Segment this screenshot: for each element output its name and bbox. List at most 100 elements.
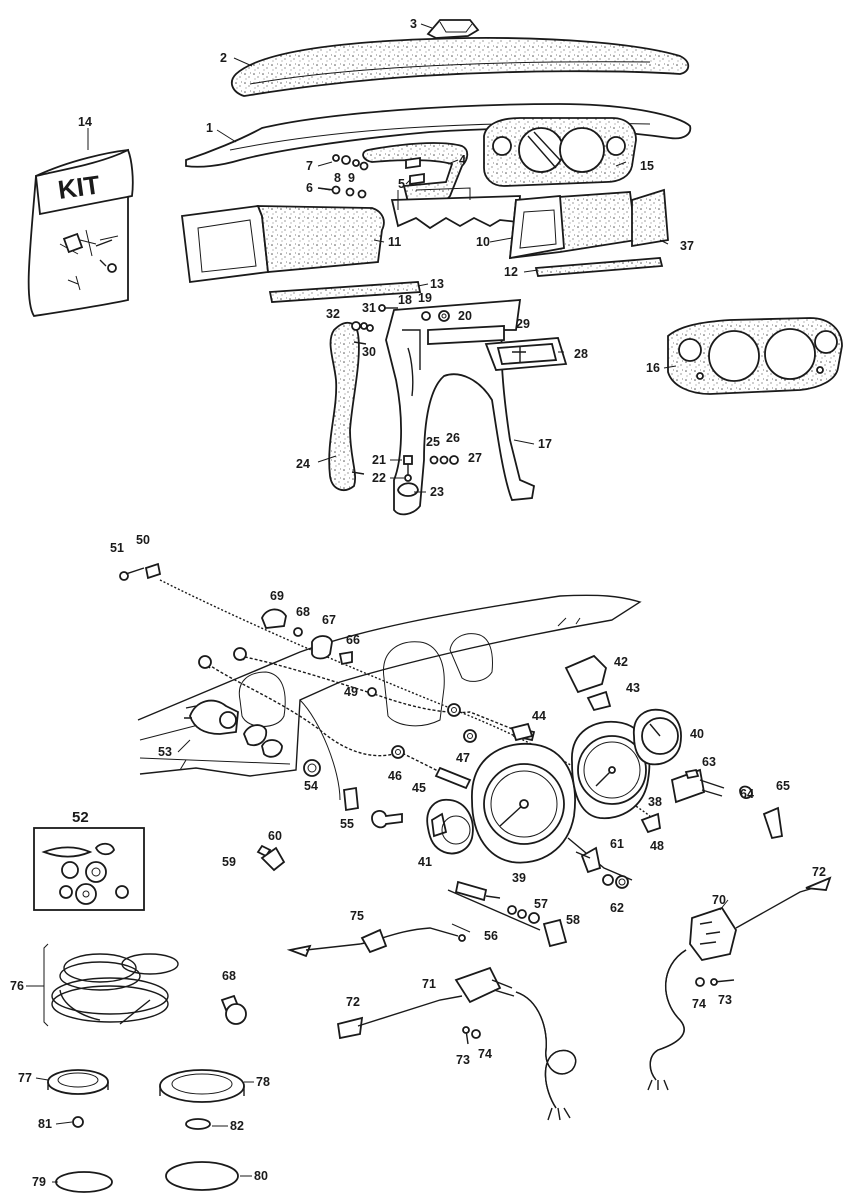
part-14-kit-bag bbox=[27, 148, 134, 317]
callout-75: 75 bbox=[350, 909, 364, 923]
callout-18: 18 bbox=[398, 293, 412, 307]
callout-71: 71 bbox=[422, 977, 436, 991]
callout-72-a: 72 bbox=[346, 995, 360, 1009]
part-70-stalk-switch bbox=[647, 876, 832, 1091]
part-75-lead bbox=[286, 927, 466, 958]
callout-42: 42 bbox=[614, 655, 628, 669]
callout-13: 13 bbox=[430, 277, 444, 291]
part-12-strip bbox=[534, 257, 664, 277]
callout-15: 15 bbox=[640, 159, 654, 173]
part-16-fascia bbox=[667, 317, 843, 395]
callout-27: 27 bbox=[468, 451, 482, 465]
part-71-stalk-switch bbox=[336, 966, 577, 1121]
callout-77: 77 bbox=[18, 1071, 32, 1085]
part-38-tachometer bbox=[571, 720, 651, 820]
part-77-ring bbox=[47, 1069, 109, 1095]
callout-41: 41 bbox=[418, 855, 432, 869]
callout-6: 6 bbox=[306, 181, 313, 195]
callout-59: 59 bbox=[222, 855, 236, 869]
part-24-foam-strip bbox=[328, 321, 367, 491]
part-28-grille bbox=[484, 337, 568, 371]
part-41-gauge bbox=[426, 798, 474, 855]
part-11-left-shelf bbox=[180, 205, 385, 284]
callout-1: 1 bbox=[206, 121, 213, 135]
callout-67: 67 bbox=[322, 613, 336, 627]
dash-lower-bracket bbox=[390, 195, 521, 230]
callout-82: 82 bbox=[230, 1119, 244, 1133]
callout-48: 48 bbox=[650, 839, 664, 853]
callout-9: 9 bbox=[348, 171, 355, 185]
part-53-ignition-switch bbox=[184, 699, 283, 758]
callout-28: 28 bbox=[574, 347, 588, 361]
callout-40: 40 bbox=[690, 727, 704, 741]
part-17-centre-bracket bbox=[385, 299, 536, 516]
callout-62: 62 bbox=[610, 901, 624, 915]
callout-76: 76 bbox=[10, 979, 24, 993]
part-68-bulb bbox=[220, 994, 247, 1025]
callout-79: 79 bbox=[32, 1175, 46, 1189]
kit-label: KIT bbox=[56, 169, 102, 205]
part-52-grommet-kit bbox=[33, 827, 145, 911]
fixings-6-9 bbox=[317, 154, 369, 199]
callout-32: 32 bbox=[326, 307, 340, 321]
callout-63: 63 bbox=[702, 755, 716, 769]
part-61-toggle bbox=[567, 837, 633, 889]
callout-16: 16 bbox=[646, 361, 660, 375]
callout-38: 38 bbox=[648, 795, 662, 809]
part-56-assembly bbox=[447, 880, 568, 948]
callout-20: 20 bbox=[458, 309, 472, 323]
cable-speedo bbox=[207, 663, 441, 773]
callout-66: 66 bbox=[346, 633, 360, 647]
part-42-switch bbox=[564, 654, 607, 694]
callout-52: 52 bbox=[72, 809, 89, 826]
callout-31: 31 bbox=[362, 301, 376, 315]
callout-24: 24 bbox=[296, 457, 310, 471]
callout-49: 49 bbox=[344, 685, 358, 699]
callout-68-a: 68 bbox=[296, 605, 310, 619]
callout-72-b: 72 bbox=[812, 865, 826, 879]
callout-55: 55 bbox=[340, 817, 354, 831]
callout-14: 14 bbox=[78, 115, 92, 129]
callout-17: 17 bbox=[538, 437, 552, 451]
callout-19: 19 bbox=[418, 291, 432, 305]
callout-39: 39 bbox=[512, 871, 526, 885]
leader-lines bbox=[87, 23, 677, 493]
part-76-wiring-loom bbox=[43, 943, 179, 1027]
part-10-right-shelf bbox=[508, 191, 638, 260]
callout-54: 54 bbox=[304, 779, 318, 793]
callout-68-b: 68 bbox=[222, 969, 236, 983]
part-2-crash-pad bbox=[230, 37, 690, 97]
callout-4: 4 bbox=[459, 153, 466, 167]
callout-50: 50 bbox=[136, 533, 150, 547]
callout-45: 45 bbox=[412, 781, 426, 795]
callout-70: 70 bbox=[712, 893, 726, 907]
callout-74-b: 74 bbox=[692, 997, 706, 1011]
callout-22: 22 bbox=[372, 471, 386, 485]
callout-10: 10 bbox=[476, 235, 490, 249]
callout-21: 21 bbox=[372, 453, 386, 467]
part-3-clip bbox=[426, 19, 480, 39]
callout-78: 78 bbox=[256, 1075, 270, 1089]
callout-61: 61 bbox=[610, 837, 624, 851]
callout-7: 7 bbox=[306, 159, 313, 173]
part-13-strip bbox=[268, 281, 422, 303]
callout-30: 30 bbox=[362, 345, 376, 359]
scuttle-outline bbox=[137, 594, 642, 777]
part-40-gauge bbox=[633, 708, 682, 766]
callout-29: 29 bbox=[516, 317, 530, 331]
callout-23: 23 bbox=[430, 485, 444, 499]
cable-50 bbox=[159, 579, 651, 817]
callout-69: 69 bbox=[270, 589, 284, 603]
callout-51: 51 bbox=[110, 541, 124, 555]
callout-80: 80 bbox=[254, 1169, 268, 1183]
callout-43: 43 bbox=[626, 681, 640, 695]
callout-12: 12 bbox=[504, 265, 518, 279]
part-78-ring bbox=[159, 1069, 245, 1103]
callout-53: 53 bbox=[158, 745, 172, 759]
callout-57: 57 bbox=[534, 897, 548, 911]
callout-65: 65 bbox=[776, 779, 790, 793]
callout-26: 26 bbox=[446, 431, 460, 445]
callout-3: 3 bbox=[410, 17, 417, 31]
callout-58: 58 bbox=[566, 913, 580, 927]
fixings-18-32 bbox=[351, 304, 459, 497]
